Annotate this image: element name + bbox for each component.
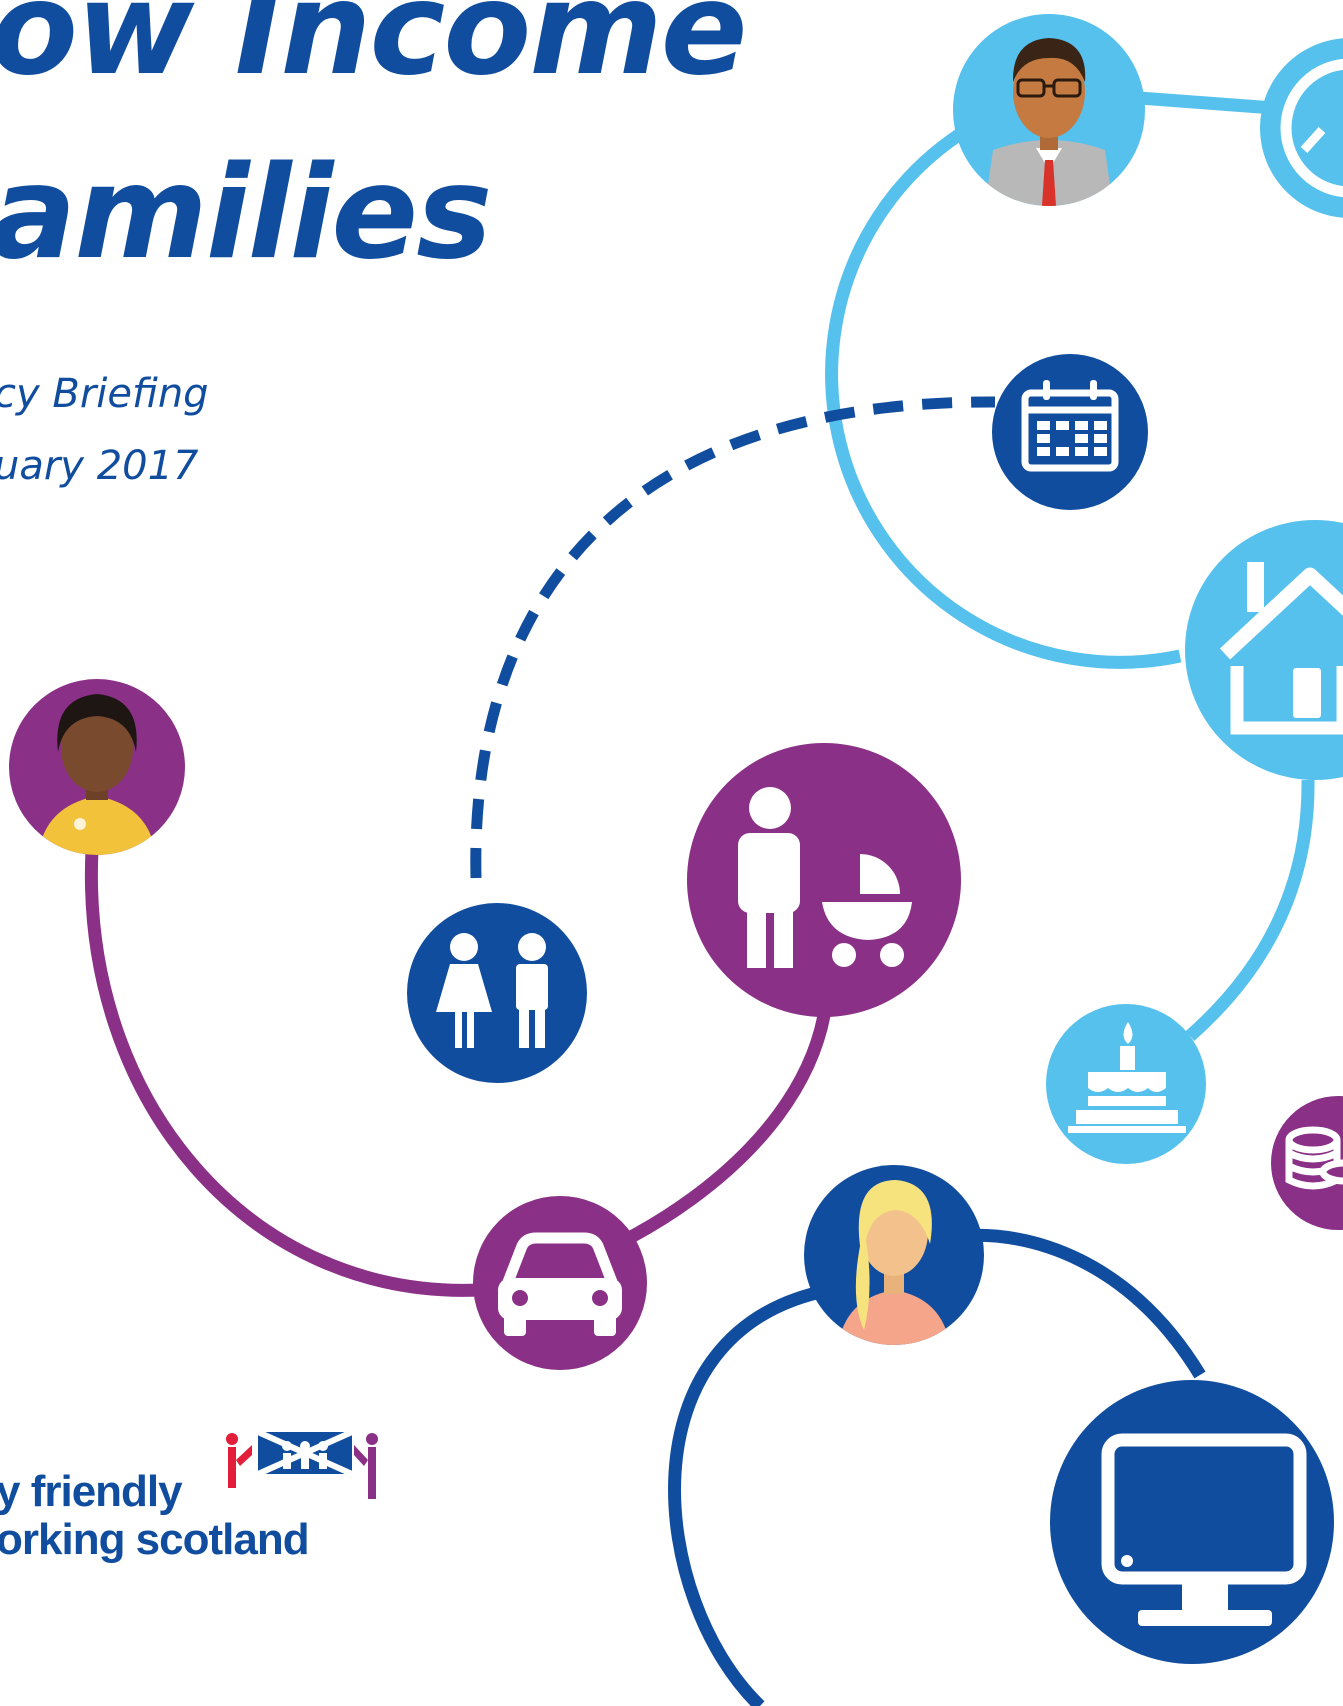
man-avatar-icon [953, 14, 1145, 206]
blonde-woman-avatar-icon [804, 1165, 984, 1345]
dark-blue-circle-line [668, 1228, 1206, 1706]
house-icon [1185, 520, 1343, 780]
calendar-icon [992, 354, 1148, 510]
purple-connector-line [84, 849, 832, 1297]
light-blue-connector-line [1185, 779, 1315, 1041]
birthday-cake-icon [1046, 1004, 1206, 1164]
subtitle-line-2: uary 2017 [0, 443, 199, 489]
woman-avatar-icon [9, 679, 185, 855]
light-blue-circle-line [825, 85, 1301, 669]
title-line-2: amilies [0, 139, 492, 288]
coins-icon [1271, 1096, 1343, 1230]
subtitle-line-1: cy Briefing [0, 371, 209, 417]
family-logo-icon [226, 1429, 378, 1499]
children-icon [407, 903, 587, 1083]
parent-with-pram-icon [687, 743, 961, 1017]
title-line-1: ow Income [0, 0, 747, 104]
computer-monitor-icon [1050, 1380, 1334, 1664]
clock-icon [1260, 38, 1343, 218]
logo-text-line-1: y friendly [0, 1467, 183, 1516]
car-icon [473, 1196, 647, 1370]
dashed-connector-line [470, 396, 996, 879]
logo-text-line-2: orking scotland [0, 1515, 310, 1564]
